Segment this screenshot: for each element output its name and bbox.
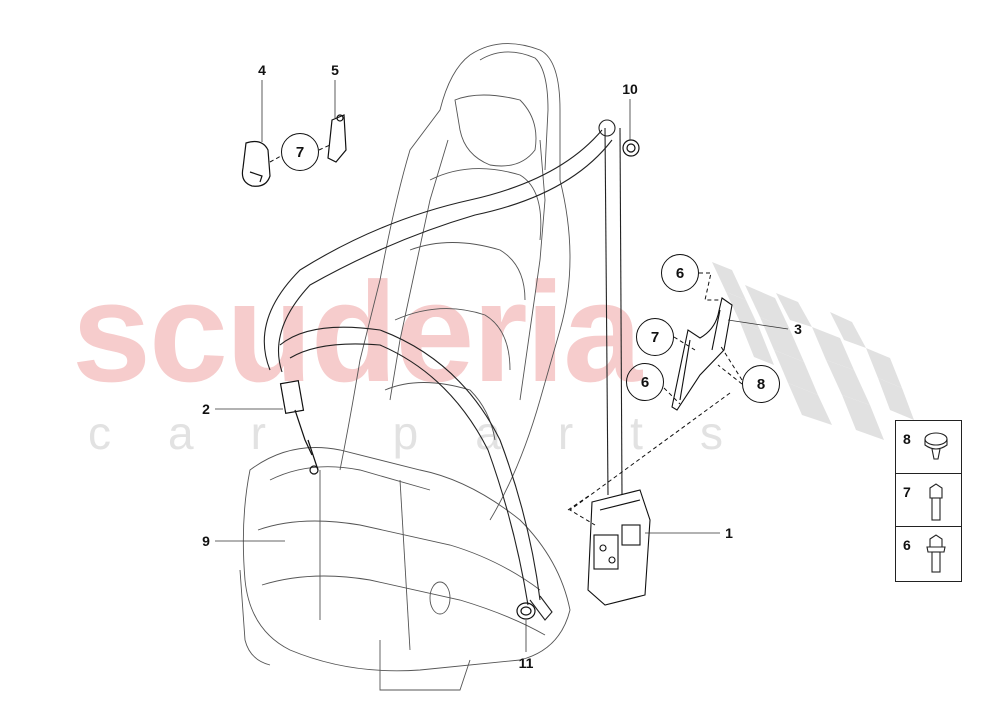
circled-ref-7-top[interactable]: 7 [281,133,319,171]
clip-icon [924,432,948,460]
callout-3[interactable]: 3 [794,321,802,337]
callout-4[interactable]: 4 [258,62,266,78]
legend-number: 7 [903,484,911,500]
circled-ref-8[interactable]: 8 [742,365,780,403]
seat-cushion [239,447,571,691]
callout-1[interactable]: 1 [725,525,733,541]
bushing [622,139,640,157]
legend-item-8[interactable]: 8 [896,421,961,474]
callout-5[interactable]: 5 [331,62,339,78]
circled-ref-7-bracket[interactable]: 7 [636,318,674,356]
bracket [671,297,733,411]
belt-guide [327,114,347,163]
legend-number: 8 [903,431,911,447]
trim-cover [241,140,271,187]
legend-item-6[interactable]: 6 [896,527,961,580]
legend-number: 6 [903,537,911,553]
callout-9[interactable]: 9 [202,533,210,549]
callout-2[interactable]: 2 [202,401,210,417]
fastener-legend: 8 7 6 [895,420,962,582]
circled-ref-6-upper[interactable]: 6 [661,254,699,292]
bolt-icon [929,483,943,521]
callout-11[interactable]: 11 [518,655,534,671]
circled-ref-6-lower[interactable]: 6 [626,363,664,401]
seat-back [339,43,571,521]
retractor [587,489,651,606]
callout-10[interactable]: 10 [622,81,638,97]
watermark-subtitle: car parts [88,407,780,459]
lap-belt [279,326,553,621]
leader-lines [215,80,789,652]
buckle [279,379,319,475]
legend-item-7[interactable]: 7 [896,474,961,527]
dashed-lines [269,144,743,526]
ring [516,602,536,620]
shoulder-belt [263,119,623,496]
flange-bolt-icon [926,534,946,573]
